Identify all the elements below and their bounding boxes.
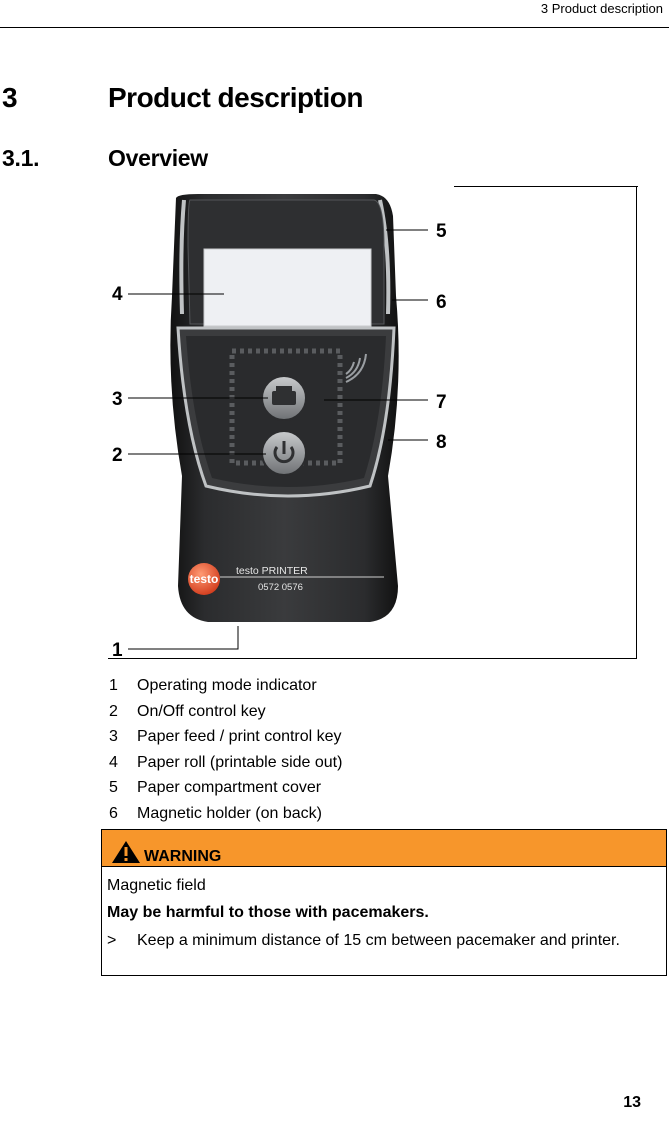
legend-text: Paper feed / print control key — [137, 728, 342, 746]
printer-label: testo PRINTER — [236, 565, 308, 577]
page-number: 13 — [623, 1094, 641, 1111]
chapter-heading: 3 Product description — [2, 82, 363, 114]
legend-number: 4 — [109, 753, 118, 771]
callout-2: 2 — [112, 445, 123, 466]
figure-frame — [108, 186, 637, 659]
chapter-title: Product description — [108, 82, 363, 113]
chapter-number: 3 — [2, 82, 18, 113]
section-title: Overview — [108, 145, 208, 171]
callout-4: 4 — [112, 284, 123, 305]
callout-8: 8 — [436, 432, 447, 453]
callout-3: 3 — [112, 389, 123, 410]
callout-7: 7 — [436, 392, 447, 413]
paper-roll — [203, 248, 372, 327]
legend-text: On/Off control key — [137, 702, 266, 720]
warning-label: WARNING — [144, 848, 222, 865]
legend-number: 2 — [109, 702, 118, 720]
printer-model: 0572 0576 — [258, 582, 303, 593]
action-text: Keep a minimum distance of 15 cm between… — [137, 932, 620, 949]
wireless-indicator-icon — [345, 353, 367, 383]
warning-box: WARNING Magnetic field May be harmful to… — [101, 829, 667, 976]
figure-frame-top-rule — [454, 186, 638, 187]
side-trim-right — [378, 199, 391, 315]
paper-feed-button — [261, 375, 307, 421]
warning-emphasis: May be harmful to those with pacemakers. — [107, 904, 429, 921]
running-header: 3 Product description — [540, 1, 663, 16]
callout-1: 1 — [112, 640, 123, 660]
printer-figure: testo testo PRINTER 0572 0576 4 3 2 1 5 … — [112, 194, 447, 660]
warning-header: WARNING — [102, 830, 666, 867]
section-number: 3.1. — [2, 145, 40, 171]
legend-number: 3 — [109, 728, 118, 746]
warning-subject: Magnetic field — [107, 877, 206, 894]
header-rule — [0, 27, 669, 28]
testo-brand: testo — [190, 572, 219, 586]
legend-text: Paper roll (printable side out) — [137, 753, 343, 771]
legend-text: Operating mode indicator — [137, 677, 317, 694]
legend-number: 1 — [109, 677, 118, 694]
section-heading: 3.1. Overview — [2, 145, 208, 172]
side-trim-left — [179, 199, 186, 315]
testo-logo: testo — [188, 563, 220, 595]
warning-triangle-icon — [112, 841, 140, 863]
callout-6: 6 — [436, 292, 447, 313]
callout-5: 5 — [436, 221, 447, 242]
power-button — [261, 430, 307, 476]
legend-text: Paper compartment cover — [137, 779, 322, 797]
legend-number: 5 — [109, 779, 118, 797]
legend-text: Magnetic holder (on back) — [137, 804, 322, 822]
callout-leaders — [128, 229, 428, 650]
legend-number: 6 — [109, 804, 118, 822]
action-marker: > — [107, 932, 117, 949]
